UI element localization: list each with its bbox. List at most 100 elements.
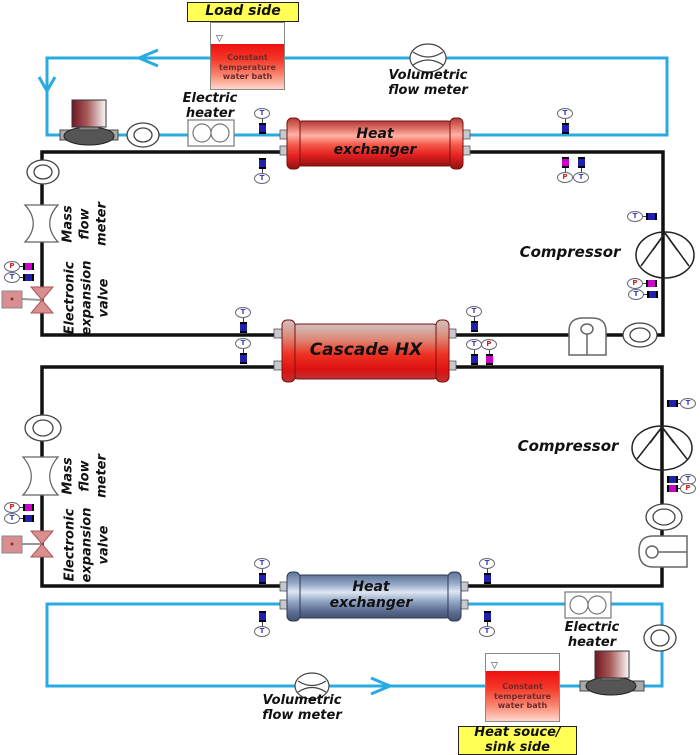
cascade-hx-label: Cascade HX	[309, 340, 423, 360]
sensor-indicator-P: P	[481, 338, 497, 350]
sensor-indicator-T: T	[479, 557, 495, 569]
pressure-transducer	[485, 353, 493, 365]
mass-flow-meter-top-icon	[23, 204, 60, 243]
sensor-indicator-T: T	[573, 171, 589, 183]
temperature-transducer	[470, 320, 478, 332]
sensor-indicator-P: P	[4, 260, 20, 272]
compressor-top-icon	[635, 231, 695, 279]
sensor-indicator-T: T	[235, 337, 251, 349]
temperature-transducer	[258, 157, 266, 169]
pressure-transducer	[22, 262, 34, 270]
water-bath-bottom: ▽ Constant temperature water bath	[485, 653, 560, 722]
sensor-stem	[242, 316, 244, 322]
temperature-transducer	[666, 399, 678, 407]
sensor-stem	[564, 167, 566, 173]
expansion-valve-top-icon	[1, 286, 55, 314]
sensor-stem	[640, 282, 646, 284]
sensor-stem	[473, 315, 475, 321]
temperature-transducer	[22, 273, 34, 281]
water-level-icon: ▽	[216, 34, 223, 44]
load-side-label: Load side	[187, 2, 299, 22]
temperature-transducer	[483, 572, 491, 584]
compressor-bottom-label: Compressor	[517, 437, 619, 455]
heat-exchanger-top-label: Heat exchanger	[333, 126, 417, 158]
temperature-transducer	[577, 156, 585, 168]
sensor-stem	[261, 168, 263, 174]
sensor-indicator-T: T	[466, 305, 482, 317]
sensor-indicator-T: T	[254, 625, 270, 637]
sensor-stem	[564, 117, 566, 123]
temperature-transducer	[645, 212, 657, 220]
sensor-stem	[17, 265, 23, 267]
oil-separator-top-icon	[568, 317, 607, 356]
sensor-indicator-T: T	[628, 288, 644, 300]
sensor-stem	[17, 517, 23, 519]
sensor-indicator-T: T	[557, 107, 573, 119]
expansion-valve-top-label: Electronic expansion valve	[62, 260, 112, 336]
pressure-transducer	[561, 156, 569, 168]
sensor-stem	[17, 506, 23, 508]
sight-glass-icons	[24, 122, 683, 652]
sensor-stem	[580, 167, 582, 173]
volumetric-flow-meter-top-label: Volumetric flow meter	[388, 68, 468, 98]
sensor-stem	[17, 276, 23, 278]
sensor-indicator-T: T	[235, 306, 251, 318]
sensor-stem	[473, 348, 475, 354]
temperature-transducer	[483, 610, 491, 622]
temperature-transducer	[258, 572, 266, 584]
compressor-top-label: Compressor	[519, 243, 621, 261]
water-bath-bottom-label: Constant temperature water bath	[494, 682, 551, 711]
water-level-icon: ▽	[491, 661, 498, 671]
temperature-transducer	[22, 514, 34, 522]
temperature-transducer	[258, 610, 266, 622]
sensor-stem	[242, 347, 244, 353]
volumetric-flow-meter-bottom-icon	[294, 672, 330, 700]
expansion-valve-bottom-label: Electronic expansion valve	[62, 507, 112, 583]
sensor-indicator-T: T	[254, 107, 270, 119]
electric-heater-top-label: Electric heater	[182, 91, 238, 121]
sensor-indicator-T: T	[479, 625, 495, 637]
heat-exchanger-bottom-icon	[279, 571, 469, 622]
sensor-indicator-T: T	[627, 210, 643, 222]
sensor-indicator-T: T	[4, 271, 20, 283]
sensor-stem	[486, 567, 488, 573]
sensor-indicator-T: T	[680, 397, 696, 409]
heat-source-side-label: Heat souce/ sink side	[458, 725, 577, 755]
sensor-indicator-T: T	[4, 512, 20, 524]
sensor-stem	[486, 621, 488, 627]
volumetric-flow-meter-top-icon	[409, 43, 447, 73]
refrigerant-loop-2-pipe	[40, 365, 664, 588]
sensor-stem	[261, 621, 263, 627]
pressure-transducer	[645, 279, 657, 287]
temperature-transducer	[258, 122, 266, 134]
volumetric-flow-meter-bottom-label: Volumetric flow meter	[262, 693, 342, 723]
pressure-transducer	[666, 484, 678, 492]
temperature-transducer	[239, 321, 247, 333]
mass-flow-meter-bottom-label: Mass flow meter	[60, 454, 110, 498]
temperature-transducer	[239, 352, 247, 364]
sensor-stem	[488, 348, 490, 354]
temperature-transducer	[470, 353, 478, 365]
sensor-indicator-T: T	[254, 172, 270, 184]
mass-flow-meter-top-label: Mass flow meter	[60, 202, 110, 246]
heat-exchanger-top-icon	[279, 117, 471, 170]
temperature-transducer	[561, 122, 569, 134]
sensor-indicator-P: P	[680, 482, 696, 494]
pressure-transducer	[22, 503, 34, 511]
sensor-indicator-P: P	[627, 277, 643, 289]
sensor-indicator-T: T	[466, 338, 482, 350]
oil-separator-bottom-icon	[638, 535, 688, 568]
temperature-transducer	[646, 290, 658, 298]
cascade-hx-icon	[273, 319, 457, 383]
water-pump-top-icon	[59, 99, 119, 146]
sensor-stem	[641, 293, 647, 295]
load-water-loop-pipe	[45, 56, 669, 137]
sensor-indicator-T: T	[254, 557, 270, 569]
water-bath-top: ▽ Constant temperature water bath	[210, 22, 285, 90]
electric-heater-bottom-icon	[564, 591, 612, 619]
sensor-stem	[640, 215, 646, 217]
flow-arrow-icons	[37, 48, 394, 696]
compressor-bottom-icon	[631, 425, 693, 471]
